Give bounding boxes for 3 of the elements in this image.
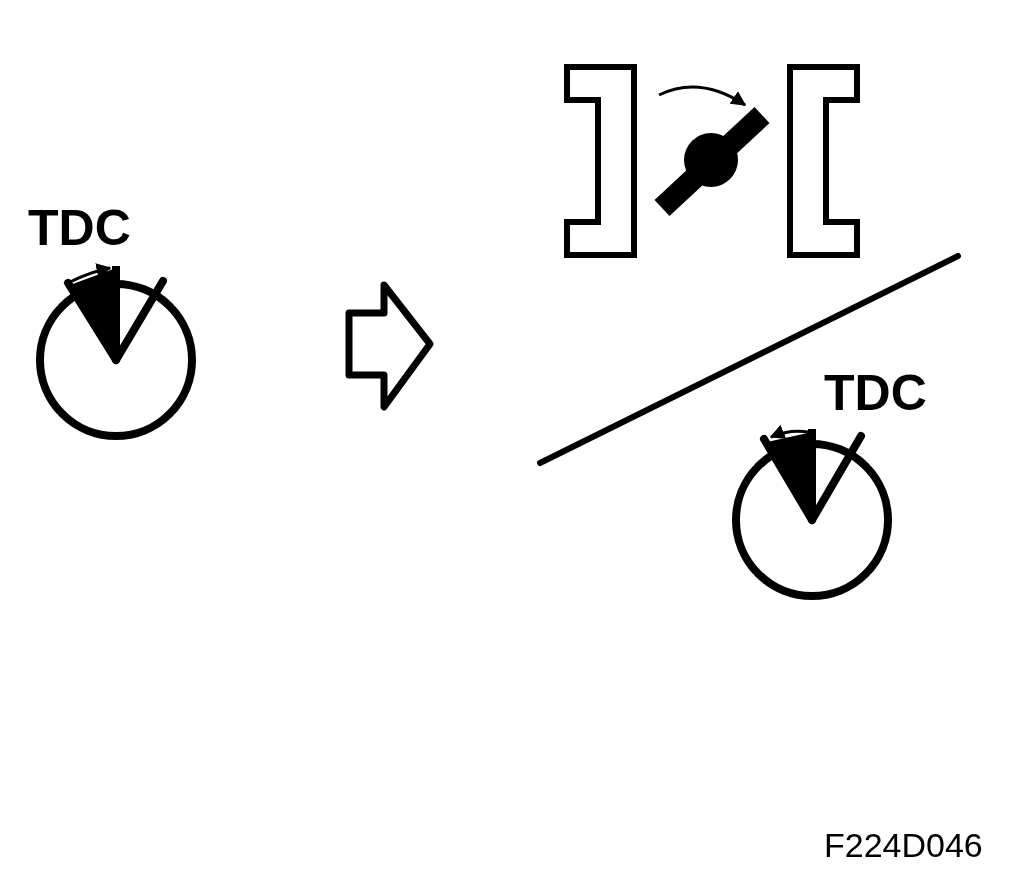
tdc-label: TDC — [824, 368, 927, 418]
figure-code: F224D046 — [824, 828, 983, 862]
tdc-label: TDC — [28, 203, 131, 253]
